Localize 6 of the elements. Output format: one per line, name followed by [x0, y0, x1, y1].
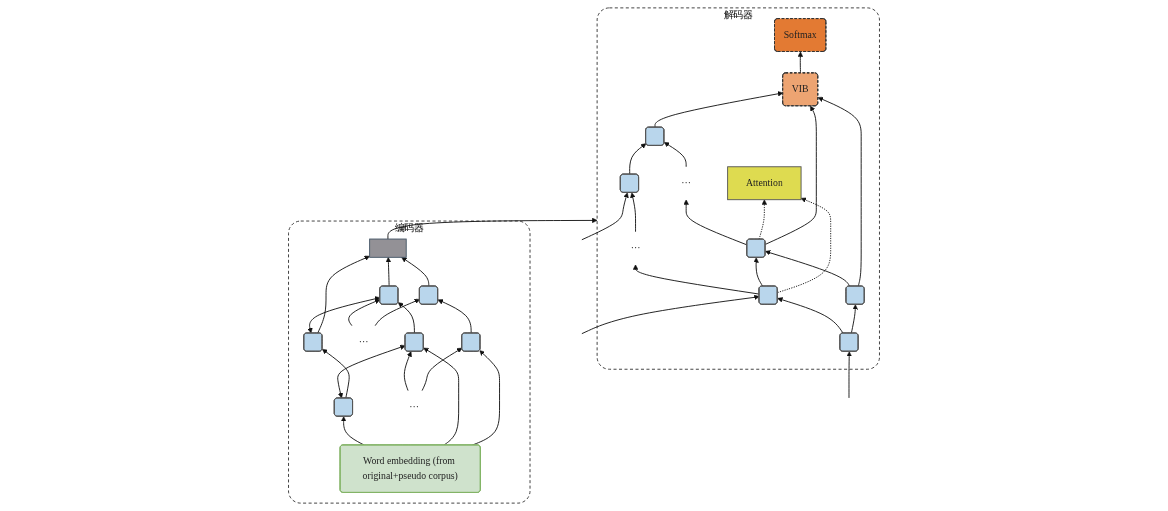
node-bar: [369, 238, 407, 258]
node-text: ···: [358, 336, 369, 347]
node-text: ···: [409, 401, 420, 412]
node-box: Attention: [727, 166, 802, 201]
node-text: ···: [681, 177, 692, 189]
node-text: ···: [630, 242, 641, 254]
